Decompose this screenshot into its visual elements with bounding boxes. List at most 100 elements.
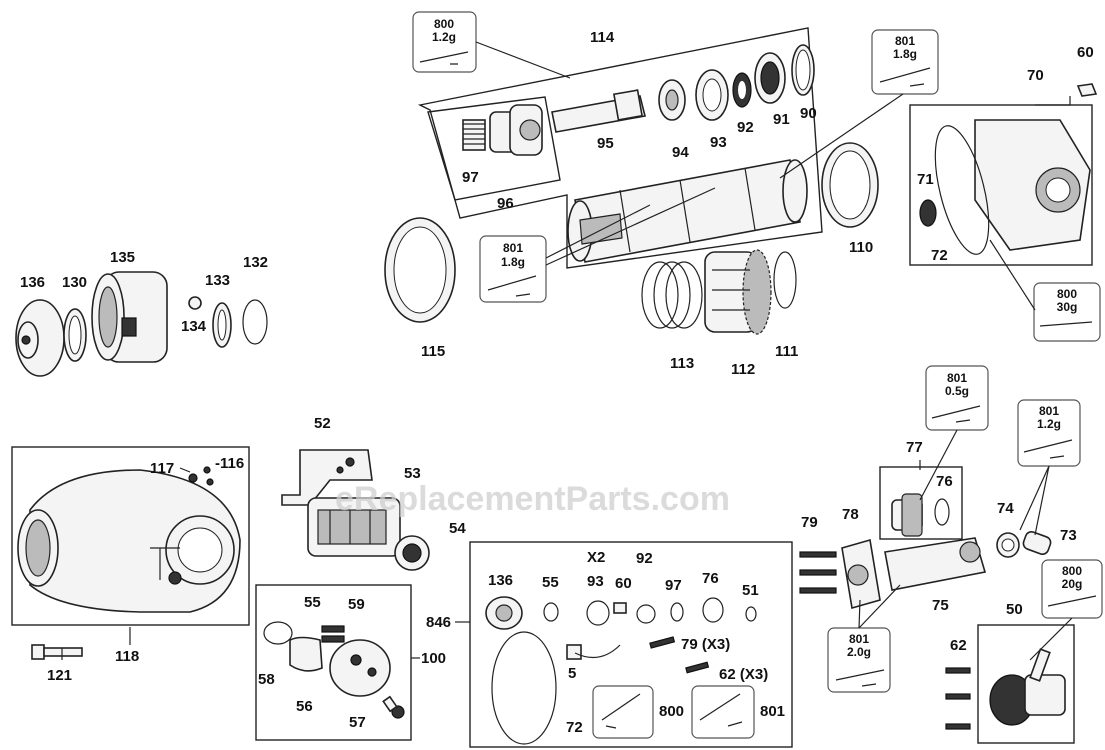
grease-box-g4: 800 30g [1033, 282, 1101, 342]
assembly-118-frame [11, 446, 250, 626]
grease-amount-g6: 1.2g [1037, 417, 1061, 431]
part-53-switch [307, 497, 401, 557]
part-118-gear-housing [17, 469, 241, 613]
kit-part-51 [745, 606, 757, 622]
callout-kit-800: 800 [659, 703, 684, 720]
assembly-70-frame [909, 104, 1093, 266]
kit-part-62 [685, 661, 710, 674]
kit-grease-800 [592, 685, 654, 739]
kit-part-92 [636, 604, 656, 624]
callout-78: 78 [842, 506, 859, 523]
callout-62: 62 [950, 637, 967, 654]
kit-part-136 [485, 596, 523, 630]
callout-kit-93: 93 [587, 573, 604, 590]
callout-kit-60: 60 [615, 575, 632, 592]
part-121-bolt [31, 644, 83, 660]
part-71-nut [919, 199, 937, 227]
callout-73: 73 [1060, 527, 1077, 544]
part-75-crank [884, 537, 987, 591]
grease-box-g6: 801 1.2g [1017, 399, 1081, 467]
part-59-pins [321, 625, 345, 643]
callout-117: 117 [150, 460, 174, 477]
callout-53: 53 [404, 465, 421, 482]
part-73-pin [1022, 530, 1052, 556]
kit-part-55 [543, 602, 559, 622]
callout-93: 93 [710, 134, 727, 151]
grease-box-g3: 801 1.8g [479, 235, 547, 303]
leader-lines [61, 41, 1073, 661]
watermark-text: eReplacementParts.com [335, 480, 730, 518]
callout-91: 91 [773, 111, 790, 128]
callout-55: 55 [304, 594, 321, 611]
part-58-cam [289, 636, 323, 672]
callout-97: 97 [462, 169, 479, 186]
grease-amount-g7: 20g [1062, 577, 1083, 591]
kit-part-5 [566, 644, 621, 660]
kit-part-93 [586, 600, 610, 626]
part-93-ring [695, 69, 729, 121]
part-60-cap [1076, 83, 1098, 97]
callout-113: 113 [670, 355, 694, 372]
grease-part-g4: 800 [1057, 287, 1077, 301]
part-96-collar [489, 104, 543, 156]
grease-part-g7: 800 [1062, 564, 1082, 578]
callout-70: 70 [1027, 67, 1044, 84]
part-95-shaft [551, 89, 646, 133]
grease-part-g5: 801 [947, 371, 967, 385]
part-116-pins [203, 466, 214, 486]
callout-95: 95 [597, 135, 614, 152]
callout-kit-801: 801 [760, 703, 785, 720]
callout-59: 59 [348, 596, 365, 613]
part-72-gasket [934, 125, 990, 255]
grease-amount-g8: 2.0g [847, 645, 871, 659]
callout-135: 135 [110, 249, 135, 266]
callout-kit-136: 136 [488, 572, 513, 589]
part-135-sleeve [91, 271, 168, 363]
callout-x2: X2 [587, 549, 605, 566]
callout-112: 112 [731, 361, 755, 378]
part-90-ring [791, 44, 815, 96]
grease-amount-g3: 1.8g [501, 255, 525, 269]
callout-75: 75 [932, 597, 949, 614]
grease-amount-g1: 1.2g [432, 30, 456, 44]
part-94-bushing [658, 79, 686, 121]
part-78-housing [841, 538, 881, 610]
callout-115: 115 [421, 343, 445, 360]
part-136-cap [15, 299, 65, 377]
callout-52: 52 [314, 415, 331, 432]
kit-part-60 [613, 602, 627, 614]
kit-grease-801 [691, 685, 755, 739]
part-117-screw [188, 473, 198, 483]
assembly-100-frame [255, 584, 412, 741]
grease-amount-g4: 30g [1057, 300, 1078, 314]
kit-part-72 [491, 631, 557, 745]
kit-part-97 [670, 602, 684, 622]
assembly-50-frame [977, 624, 1075, 744]
kit-part-76 [702, 597, 724, 623]
kit-846-frame [469, 541, 793, 748]
callout-846: 846 [426, 614, 451, 631]
callout-100: 100 [421, 650, 446, 667]
grease-amount-g2: 1.8g [893, 47, 917, 61]
part-132-clip [242, 299, 268, 345]
callout-79: 79 [801, 514, 818, 531]
grease-part-g1: 800 [434, 17, 454, 31]
part-57-screw [382, 695, 405, 719]
grease-part-g8: 801 [849, 632, 869, 646]
callout-116: -116 [215, 455, 244, 472]
callout-90: 90 [800, 105, 817, 122]
callout-94: 94 [672, 144, 689, 161]
part-130-washer [63, 308, 87, 362]
callout-121: 121 [47, 667, 72, 684]
part-77-piston [891, 493, 923, 537]
callout-134: 134 [181, 318, 207, 335]
grease-box-g1: 800 1.2g [412, 11, 477, 73]
part-70-housing [974, 119, 1091, 251]
kit-part-79 [649, 636, 676, 649]
callout-kit-92: 92 [636, 550, 653, 567]
callout-110: 110 [849, 239, 873, 256]
grease-box-g7: 800 20g [1041, 559, 1103, 619]
callout-118: 118 [115, 648, 139, 665]
callout-77: 77 [906, 439, 923, 456]
